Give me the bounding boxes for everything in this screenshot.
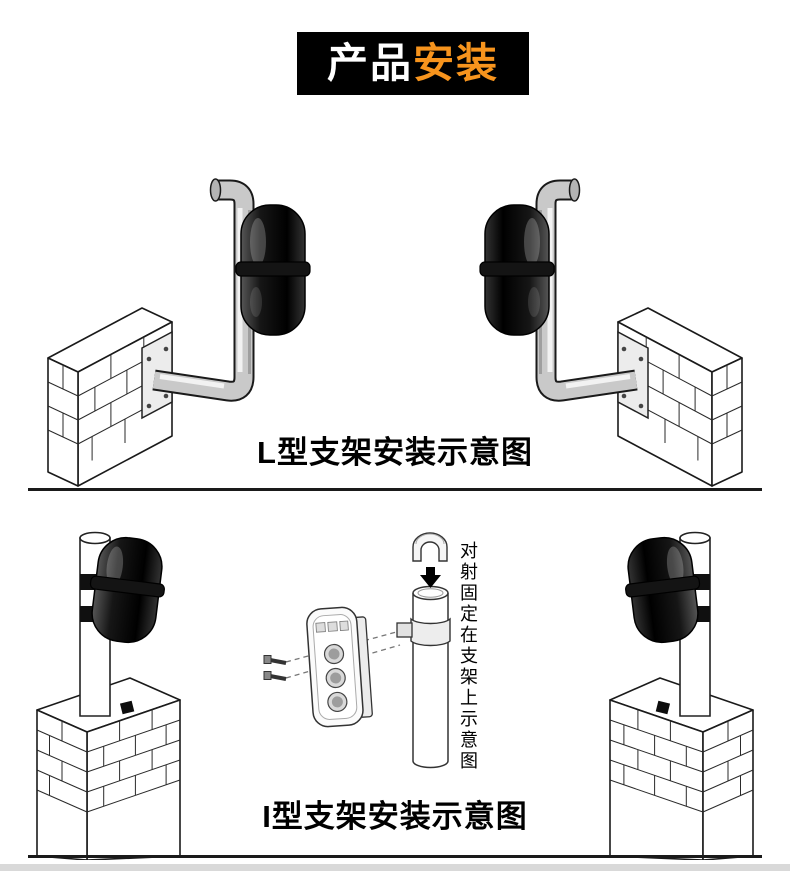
l-bracket-caption: L型支架安装示意图 bbox=[257, 435, 533, 470]
i-bracket-caption: I型支架安装示意图 bbox=[262, 799, 528, 834]
ground-line-bottom-section bbox=[28, 855, 762, 858]
header-banner: 产品安装 bbox=[297, 32, 529, 95]
pole-clamp-detail-illustration bbox=[258, 523, 463, 778]
ground-line-top-section bbox=[28, 488, 762, 491]
pole-mount-vertical-note: 对射固定在支架上示意图 bbox=[458, 541, 478, 772]
bottom-strip bbox=[0, 864, 790, 871]
header-title-orange: 安装 bbox=[413, 40, 499, 86]
header-title-white: 产品 bbox=[327, 40, 413, 86]
